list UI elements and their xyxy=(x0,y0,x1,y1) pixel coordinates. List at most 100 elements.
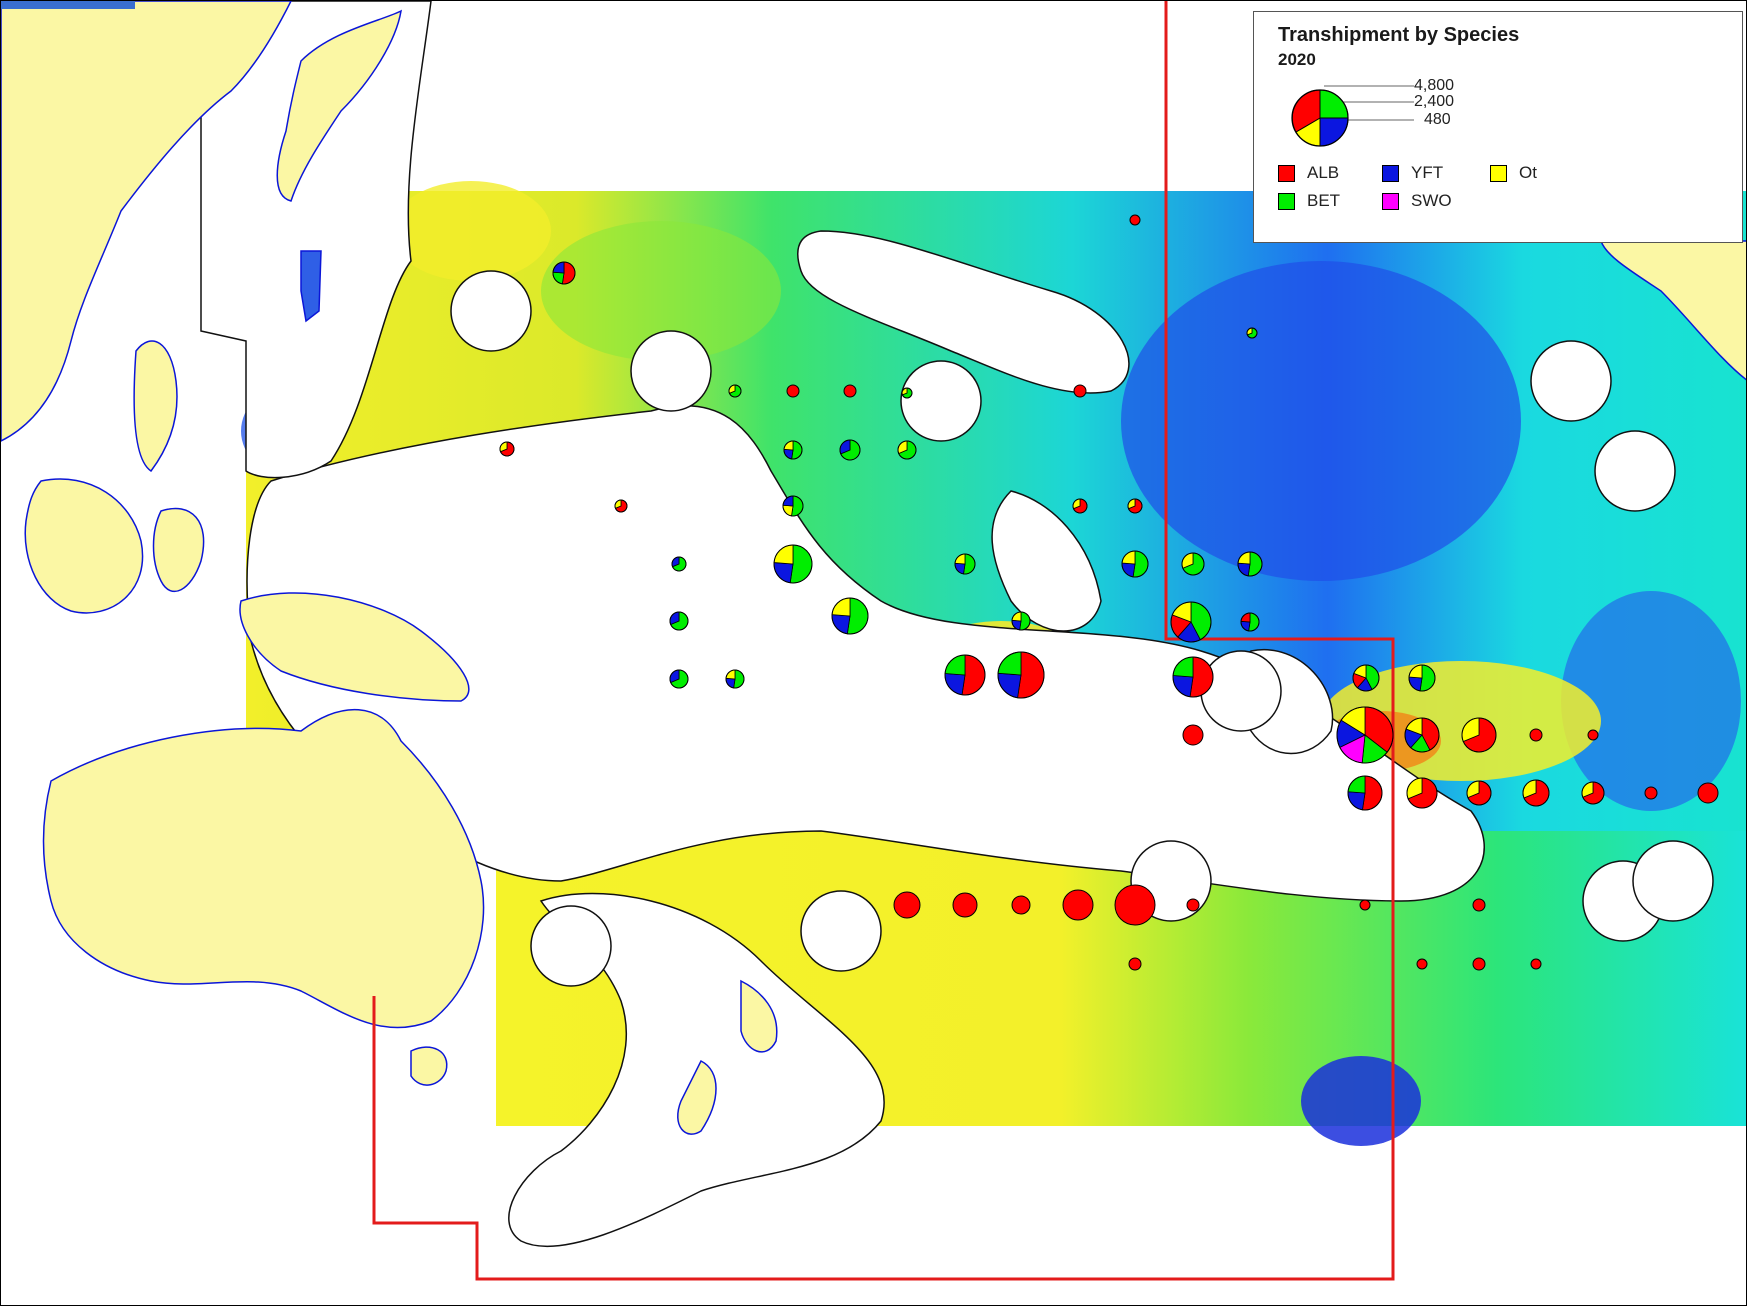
legend-swatch-swo xyxy=(1382,192,1399,210)
heat-blob-blue-east xyxy=(1561,591,1741,811)
pie-outline xyxy=(1170,601,1212,643)
pie-outline xyxy=(1352,664,1380,692)
legend-title: Transhipment by Species xyxy=(1278,24,1520,46)
scale-label-4800: 4,800 xyxy=(1414,77,1455,94)
pie-slice xyxy=(1129,214,1141,226)
transhipment-pie-marker xyxy=(1697,782,1719,804)
transhipment-pie-marker xyxy=(1062,889,1094,921)
pie-outline xyxy=(1406,777,1438,809)
transhipment-pie-marker xyxy=(725,669,745,689)
land-new-guinea xyxy=(239,592,470,702)
legend-swatch-bet xyxy=(1278,192,1295,210)
transhipment-pie-marker xyxy=(1352,664,1380,692)
pie-slice xyxy=(1697,782,1719,804)
transhipment-pie-marker xyxy=(1406,777,1438,809)
legend-label-yft: YFT xyxy=(1411,163,1444,182)
transhipment-pie-marker xyxy=(786,384,800,398)
pie-outline xyxy=(1404,717,1440,753)
pie-slice xyxy=(1472,898,1486,912)
pie-slice xyxy=(1114,884,1156,926)
transhipment-pie-marker xyxy=(893,891,921,919)
transhipment-pie-marker xyxy=(1186,898,1200,912)
transhipment-pie-marker xyxy=(1461,717,1497,753)
land-borneo xyxy=(24,478,144,614)
eez-buffer-circle-1 xyxy=(450,270,532,352)
transhipment-pie-marker xyxy=(773,544,813,584)
transhipment-pie-marker xyxy=(1170,601,1212,643)
eez-buffer-central-lobe xyxy=(991,490,1102,632)
pie-outline xyxy=(1011,611,1031,631)
legend-item-ot: Ot xyxy=(1490,162,1537,184)
pie-outline xyxy=(1127,498,1143,514)
transhipment-pie-marker xyxy=(1128,957,1142,971)
pie-slice xyxy=(1128,957,1142,971)
pie-outline xyxy=(552,261,576,285)
heat-blob-blue-south xyxy=(1301,1056,1421,1146)
pie-slice xyxy=(1186,898,1200,912)
eez-buffer-circle-8 xyxy=(800,890,882,972)
transhipment-pie-marker xyxy=(1408,664,1436,692)
pie-outline xyxy=(728,384,742,398)
eez-buffer-circle-12 xyxy=(1530,340,1612,422)
transhipment-pie-marker xyxy=(831,597,869,635)
transhipment-pie-marker xyxy=(728,384,742,398)
pie-layer xyxy=(499,214,1719,971)
pie-outline xyxy=(1347,775,1383,811)
pie-outline xyxy=(997,651,1045,699)
land-new-zealand-south xyxy=(677,1059,717,1135)
pie-outline xyxy=(1466,780,1492,806)
transhipment-pie-marker xyxy=(669,611,689,631)
pie-outline xyxy=(725,669,745,689)
eez-buffer-circle-7 xyxy=(530,905,612,987)
legend-label-bet: BET xyxy=(1307,191,1341,210)
transhipment-pie-marker xyxy=(1336,706,1394,764)
legend-sample-pie xyxy=(1291,89,1349,147)
land-australia xyxy=(42,709,485,1029)
transhipment-pie-marker xyxy=(1237,551,1263,577)
transhipment-pie-marker xyxy=(1530,958,1542,970)
legend-swatch-alb xyxy=(1278,164,1295,182)
legend-item-alb: ALB xyxy=(1278,162,1339,184)
pie-outline xyxy=(1522,779,1550,807)
pie-slice xyxy=(843,384,857,398)
pie-outline xyxy=(1240,612,1260,632)
land-philippines xyxy=(133,340,178,473)
pie-outline xyxy=(1246,327,1258,339)
pie-outline xyxy=(944,654,986,696)
pie-outline xyxy=(499,441,515,457)
legend-item-yft: YFT xyxy=(1382,162,1443,184)
transhipment-pie-marker xyxy=(1011,611,1031,631)
map-tab-indicator xyxy=(1,1,135,9)
transhipment-pie-marker xyxy=(552,261,576,285)
scale-label-480: 480 xyxy=(1424,111,1451,128)
transhipment-pie-marker xyxy=(944,654,986,696)
transhipment-pie-marker xyxy=(1472,957,1486,971)
transhipment-pie-marker xyxy=(1522,779,1550,807)
legend-item-swo: SWO xyxy=(1382,190,1452,212)
land-layer xyxy=(1,1,1746,1135)
pie-outline xyxy=(1237,551,1263,577)
pie-outline xyxy=(614,499,628,513)
pie-outline xyxy=(839,439,861,461)
land-sulawesi xyxy=(152,507,205,593)
land-tasmania xyxy=(410,1046,448,1086)
transhipment-pie-marker xyxy=(1172,656,1214,698)
land-hawaii-north-americas-corner xyxy=(1599,240,1746,381)
transhipment-pie-marker xyxy=(499,441,515,457)
pie-outline xyxy=(1172,656,1214,698)
transhipment-pie-marker xyxy=(897,440,917,460)
transhipment-pie-marker xyxy=(843,384,857,398)
convention-area-boundary xyxy=(372,1,1395,1281)
pie-outline xyxy=(901,387,913,399)
pie-outline xyxy=(783,440,803,460)
pie-outline xyxy=(897,440,917,460)
transhipment-pie-marker xyxy=(1114,884,1156,926)
transhipment-pie-marker xyxy=(1587,729,1599,741)
transhipment-pie-marker xyxy=(783,440,803,460)
heat-blob-green-north xyxy=(541,221,781,361)
transhipment-pie-marker xyxy=(669,669,689,689)
legend-label-alb: ALB xyxy=(1307,163,1340,182)
transhipment-pie-marker xyxy=(1466,780,1492,806)
legend-panel: Transhipment by Species 2020 4,800 2,400… xyxy=(1253,11,1743,243)
